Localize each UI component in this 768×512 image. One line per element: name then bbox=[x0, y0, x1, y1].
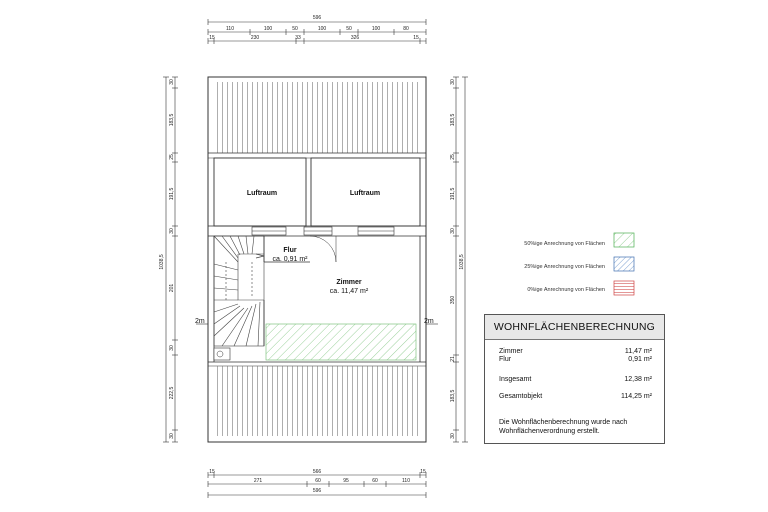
dim-bottom-r2-3: 60 bbox=[372, 478, 378, 484]
legend-50-label: 50%ige Anrechnung von Flächen bbox=[524, 241, 605, 247]
dim-left-5: 201 bbox=[169, 284, 175, 293]
dim-left-6: 30 bbox=[169, 345, 175, 351]
legend: 50%ige Anrechnung von Flächen 25%ige Anr… bbox=[524, 232, 635, 296]
dim-top-r2-4: 15 bbox=[413, 35, 419, 41]
legend-0-label: 0%ige Anrechnung von Flächen bbox=[527, 287, 605, 293]
calc-zimmer-label: Zimmer bbox=[499, 348, 523, 355]
dim-right-7: 183,5 bbox=[450, 390, 456, 403]
flur-area: ca. 0,91 m² bbox=[272, 256, 308, 263]
zimmer-50-percent-area bbox=[265, 323, 417, 361]
dim-left-4: 30 bbox=[169, 228, 175, 234]
chimney bbox=[213, 347, 231, 361]
luftraum-left bbox=[213, 157, 307, 227]
dim-right-2: 25 bbox=[450, 154, 456, 160]
dim-right-4: 30 bbox=[450, 228, 456, 234]
dim-top-r2-3: 326 bbox=[351, 35, 360, 41]
dim-right-0: 30 bbox=[450, 79, 456, 85]
calc-row-zimmer: Zimmer 11,47 m² bbox=[499, 348, 652, 356]
dim-right-1: 183,5 bbox=[450, 114, 456, 127]
dim-top-r2-1: 230 bbox=[251, 35, 260, 41]
dim-left-1: 183,5 bbox=[169, 114, 175, 127]
luftraum-1-label: Luftraum bbox=[247, 190, 277, 197]
dim-left-2: 25 bbox=[169, 154, 175, 160]
left-dimensions: 1038,5 30 183,5 25 191,5 30 201 30 222,5… bbox=[159, 76, 178, 443]
calc-zimmer-value: 11,47 m² bbox=[624, 348, 652, 355]
flur-walls bbox=[263, 235, 337, 346]
roof-upper bbox=[214, 82, 420, 153]
dim-top-r1-0: 110 bbox=[226, 26, 234, 32]
zimmer-area: ca. 11,47 m² bbox=[330, 288, 369, 295]
legend-50-swatch bbox=[613, 232, 635, 248]
dim-bottom-r1-0: 15 bbox=[209, 469, 215, 475]
flur-name: Flur bbox=[283, 247, 296, 254]
calc-flur-label: Flur bbox=[499, 356, 512, 363]
staircase bbox=[213, 235, 265, 347]
level-line-2m: 2m 2m bbox=[195, 318, 438, 325]
dim-top-r1-3: 100 bbox=[318, 26, 327, 32]
dim-top-r2-2: 33 bbox=[295, 35, 301, 41]
dim-left-0: 30 bbox=[169, 79, 175, 85]
calc-row-gesamtobjekt: Gesamtobjekt 114,25 m² bbox=[499, 393, 652, 401]
dim-left-3: 191,5 bbox=[169, 188, 175, 201]
dim-top-r1-4: 50 bbox=[346, 26, 352, 32]
dim-right-5: 350 bbox=[450, 296, 456, 305]
dim-bottom-r2-1: 60 bbox=[315, 478, 321, 484]
dim-left-8: 30 bbox=[169, 433, 175, 439]
dim-right-8: 30 bbox=[450, 433, 456, 439]
dim-left-7: 222,5 bbox=[169, 387, 175, 400]
right-dimensions: 30 183,5 25 191,5 30 350 21 183,5 30 103… bbox=[450, 76, 468, 443]
calc-gesamt-label: Gesamtobjekt bbox=[499, 393, 543, 400]
window bbox=[303, 226, 333, 236]
dim-bottom-r1-2: 15 bbox=[420, 469, 426, 475]
calc-insgesamt-value: 12,38 m² bbox=[624, 376, 652, 383]
dim-left-total: 1038,5 bbox=[159, 254, 165, 270]
dim-right-3: 191,5 bbox=[450, 188, 456, 201]
dim-right-total: 1038,5 bbox=[459, 254, 465, 270]
dim-top-r1-1: 100 bbox=[264, 26, 273, 32]
dim-bottom-total: 596 bbox=[313, 488, 322, 494]
window bbox=[357, 226, 395, 236]
dim-top-r1-2: 50 bbox=[292, 26, 298, 32]
calc-title: WOHNFLÄCHENBERECHNUNG bbox=[485, 315, 664, 340]
calc-row-flur: Flur 0,91 m² bbox=[499, 356, 652, 364]
level-mark-right: 2m bbox=[424, 318, 434, 325]
top-dimensions: 596 110 100 50 100 50 100 80 15 230 33 3… bbox=[207, 15, 427, 44]
luftraum-2-label: Luftraum bbox=[350, 190, 380, 197]
dim-bottom-r1-1: 566 bbox=[313, 469, 322, 475]
level-mark-left: 2m bbox=[195, 318, 205, 325]
dim-top-r1-5: 100 bbox=[372, 26, 381, 32]
calc-row-insgesamt: Insgesamt 12,38 m² bbox=[499, 376, 652, 384]
area-calculation-box: WOHNFLÄCHENBERECHNUNG Zimmer 11,47 m² Fl… bbox=[484, 314, 665, 444]
dim-right-6: 21 bbox=[450, 356, 456, 362]
legend-25-label: 25%ige Anrechnung von Flächen bbox=[524, 264, 605, 270]
legend-25-swatch bbox=[613, 256, 635, 272]
dim-bottom-r2-4: 110 bbox=[402, 478, 410, 484]
calc-flur-value: 0,91 m² bbox=[628, 356, 652, 363]
building: Luftraum Luftraum bbox=[207, 76, 427, 443]
calc-note: Die Wohnflächenberechnung wurde nach Woh… bbox=[499, 419, 628, 435]
window bbox=[251, 226, 287, 236]
zimmer-name: Zimmer bbox=[336, 279, 362, 286]
dim-top-r1-6: 80 bbox=[403, 26, 409, 32]
bottom-dimensions: 15 566 15 271 60 95 60 110 596 bbox=[207, 469, 427, 498]
roof-lower bbox=[214, 366, 420, 436]
dim-bottom-r2-2: 95 bbox=[343, 478, 349, 484]
luftraum-right bbox=[310, 157, 421, 227]
calc-gesamt-value: 114,25 m² bbox=[621, 393, 652, 400]
calc-insgesamt-label: Insgesamt bbox=[499, 376, 532, 383]
dim-bottom-r2-0: 271 bbox=[254, 478, 263, 484]
dim-top-r2-0: 15 bbox=[209, 35, 215, 41]
legend-0-swatch bbox=[613, 280, 635, 296]
dim-top-total: 596 bbox=[313, 15, 322, 21]
